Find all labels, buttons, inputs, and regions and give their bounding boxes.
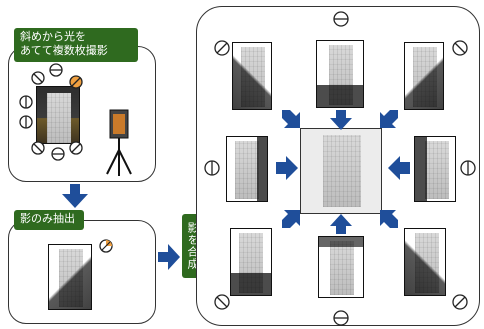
combine-lights xyxy=(204,11,476,326)
shadow-overlay xyxy=(317,85,363,107)
shadow-overlay xyxy=(49,245,91,309)
stone-monument xyxy=(425,141,449,199)
shadow-photo-bottom xyxy=(318,236,364,298)
shadow-photo-left xyxy=(226,136,268,202)
extracted-shadow-image xyxy=(48,244,92,310)
capture-stone-photo xyxy=(36,86,80,144)
shadow-overlay xyxy=(405,43,443,109)
shadow-overlay xyxy=(319,237,363,247)
arrow-icon xyxy=(380,110,398,128)
stone-monument xyxy=(330,241,354,295)
tripod-icon xyxy=(106,149,132,176)
capture-panel xyxy=(8,46,156,182)
capture-step-label-line1: 斜めから光を xyxy=(20,30,86,43)
stone-monument xyxy=(323,135,361,207)
capture-step-label-line2: あてて複数枚撮影 xyxy=(20,44,108,57)
arrow-icon xyxy=(282,110,300,128)
combined-result-photo xyxy=(300,128,382,214)
capture-lights xyxy=(19,63,83,161)
arrow-icon xyxy=(330,110,352,130)
shadow-photo-bottom-left xyxy=(230,228,272,296)
arrow-icon xyxy=(158,244,180,270)
capture-step-label: 斜めから光を あてて複数枚撮影 xyxy=(14,28,138,62)
extract-step-label: 影のみ抽出 xyxy=(14,210,84,230)
camera-icon xyxy=(106,109,132,176)
shadow-photo-top-right xyxy=(404,42,444,110)
shadow-photo-top-left xyxy=(232,42,272,110)
light-source-icon xyxy=(99,239,113,253)
shadow-overlay xyxy=(231,273,271,295)
arrow-icon xyxy=(380,210,398,228)
shadow-overlay xyxy=(257,137,267,201)
shadow-photo-bottom-right xyxy=(404,228,446,296)
shadow-overlay xyxy=(405,229,445,295)
arrow-icon xyxy=(330,214,352,234)
shadow-overlay xyxy=(415,137,427,201)
stone-monument xyxy=(235,141,259,199)
arrow-icon xyxy=(388,156,410,180)
arrow-icon xyxy=(276,156,298,180)
arrow-icon xyxy=(62,184,88,208)
stone-monument xyxy=(47,93,71,143)
combine-step-label-text: 影を合成 xyxy=(186,222,199,270)
shadow-photo-top xyxy=(316,40,364,108)
shadow-photo-right xyxy=(414,136,456,202)
shadow-overlay xyxy=(233,43,271,109)
center-arrows xyxy=(276,110,410,234)
arrow-icon xyxy=(282,210,300,228)
